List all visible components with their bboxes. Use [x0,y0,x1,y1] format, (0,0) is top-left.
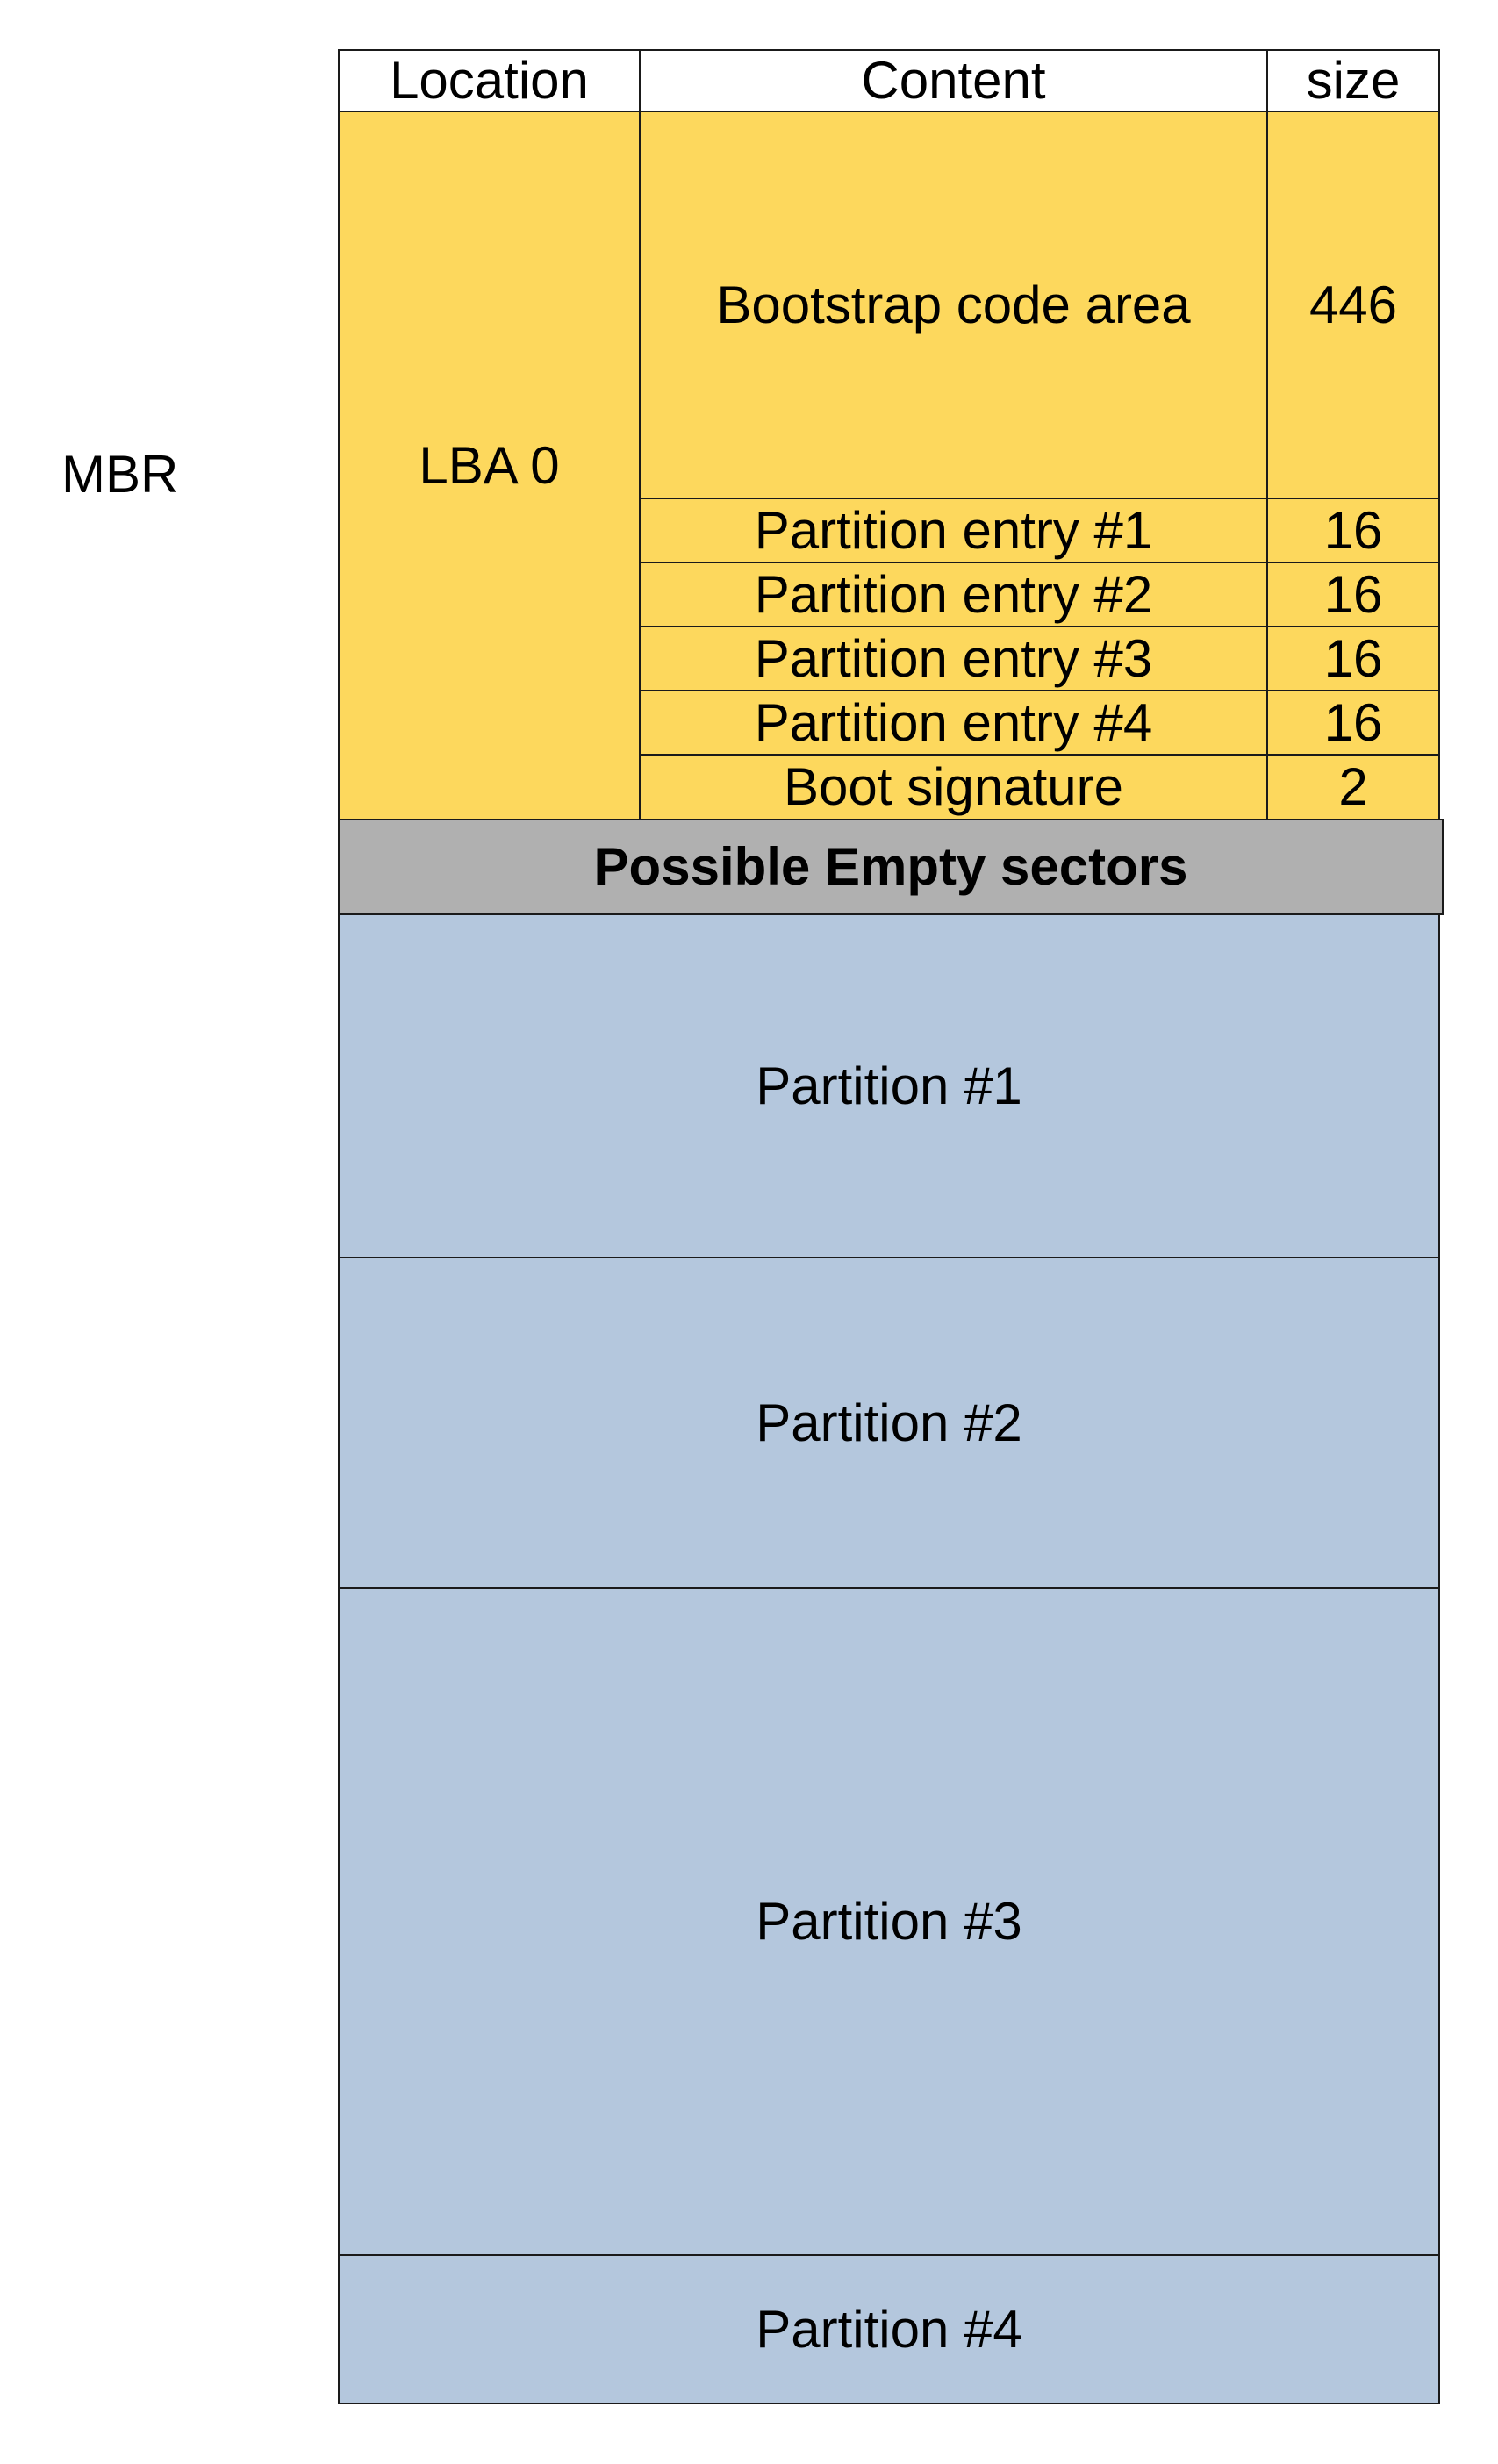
partition-entry-4-size: 16 [1266,690,1440,756]
bootstrap-size: 446 [1266,111,1440,499]
partition-entry-2-size: 16 [1266,562,1440,627]
location-lba0: LBA 0 [338,111,641,820]
partition-entry-1: Partition entry #1 [639,498,1268,563]
partition-2: Partition #2 [338,1257,1440,1589]
bootstrap-code-area: Bootstrap code area [639,111,1268,499]
partition-entry-3-size: 16 [1266,626,1440,691]
header-size: size [1266,49,1440,112]
header-content: Content [639,49,1268,112]
partition-entry-1-size: 16 [1266,498,1440,563]
partition-entry-3: Partition entry #3 [639,626,1268,691]
boot-signature: Boot signature [639,754,1268,820]
boot-signature-size: 2 [1266,754,1440,820]
header-location: Location [338,49,641,112]
partition-4: Partition #4 [338,2254,1440,2404]
possible-empty-sectors: Possible Empty sectors [338,819,1444,915]
partition-1: Partition #1 [338,913,1440,1258]
partition-entry-2: Partition entry #2 [639,562,1268,627]
mbr-label: MBR [61,444,179,504]
partition-entry-4: Partition entry #4 [639,690,1268,756]
partition-3: Partition #3 [338,1587,1440,2256]
